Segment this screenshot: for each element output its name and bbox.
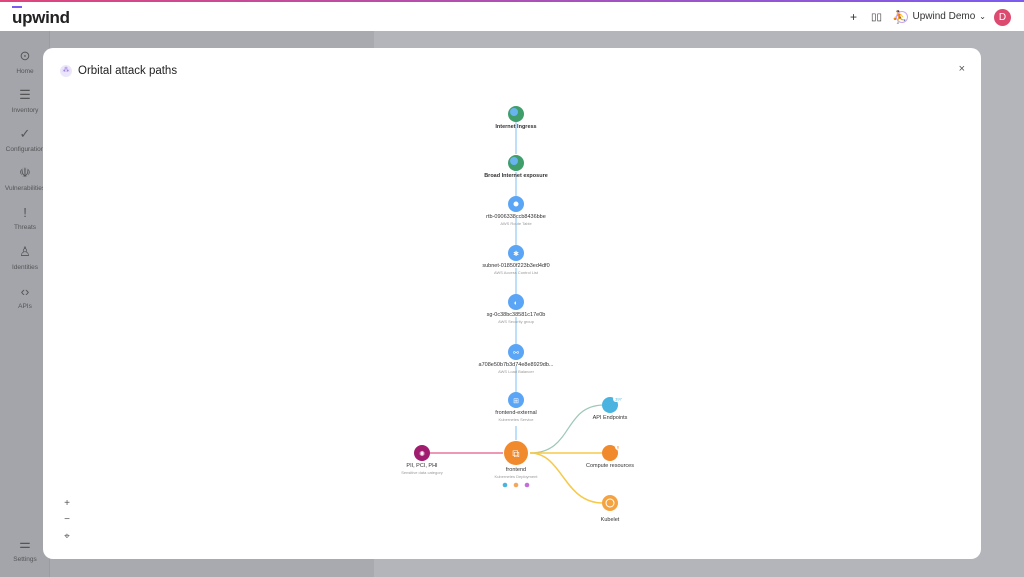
book-icon[interactable]: ▯▯	[871, 12, 883, 23]
upwind-logo[interactable]: upwind	[12, 6, 70, 27]
label: Threats	[13, 224, 37, 231]
svg-text:subnet-01850f223b3ed4df0: subnet-01850f223b3ed4df0	[482, 263, 549, 269]
sidebar: ⊙ Home ☰ Inventory ✓ Configuration ☫ Vulnera…	[0, 31, 50, 577]
node-kubelet[interactable]: Kubelet	[601, 495, 620, 523]
top-bar: upwind + ▯▯ ⛹ Upwind Demo⌄ D	[0, 0, 1024, 31]
close-button[interactable]: ×	[958, 63, 965, 75]
label: Settings	[13, 556, 37, 563]
sidebar-item-inventory[interactable]: ☰ Inventory	[0, 87, 50, 114]
svg-text:✺: ✺	[419, 450, 425, 458]
svg-text:frontend-external: frontend-external	[495, 410, 537, 416]
label: Identities	[11, 264, 39, 271]
svg-text:⧉: ⧉	[512, 449, 519, 460]
svg-text:PII, PCI, PHI: PII, PCI, PHI	[406, 463, 438, 469]
svg-text:⚯: ⚯	[513, 350, 519, 357]
org-name: Upwind Demo	[912, 11, 976, 22]
svg-text:AWS Security group: AWS Security group	[498, 319, 535, 324]
svg-text:⊞: ⊞	[513, 398, 519, 405]
svg-text:397: 397	[615, 397, 622, 402]
sliders-icon: ⚌	[19, 536, 31, 551]
attack-paths-modal: ⁂ Orbital attack paths × + − ⌖ Internet I…	[43, 48, 981, 559]
svg-text:AWS Access Control List: AWS Access Control List	[494, 270, 539, 275]
modal-title: Orbital attack paths	[78, 65, 178, 77]
svg-text:◐: ◐	[514, 300, 518, 307]
code-icon: ‹›	[20, 284, 30, 299]
attack-graph: Internet Ingress Broad Internet exposure…	[401, 106, 634, 523]
svg-text:Kubernetes Deployment: Kubernetes Deployment	[495, 474, 539, 479]
avatar[interactable]: D	[994, 9, 1011, 26]
svg-text:✱: ✱	[513, 250, 519, 258]
sidebar-item-identities[interactable]: ♙ Identities	[0, 244, 50, 271]
sidebar-item-configuration[interactable]: ✓ Configuration	[0, 126, 50, 153]
zoom-out-button[interactable]: −	[64, 514, 70, 525]
svg-text:AWS Load Balancer: AWS Load Balancer	[498, 369, 535, 374]
label: Configuration	[5, 146, 45, 153]
sidebar-item-settings[interactable]: ⚌ Settings	[0, 536, 50, 563]
svg-text:Compute resources: Compute resources	[586, 463, 634, 469]
node-internet-ingress[interactable]: Internet Ingress	[495, 106, 537, 130]
check-icon: ✓	[19, 126, 31, 141]
node-load-balancer[interactable]: ⚯ a708e50b7b3d74e8e8929db...AWS Load Bala…	[479, 344, 554, 374]
svg-text:Kubelet: Kubelet	[601, 517, 620, 523]
chevron-down-icon: ⌄	[979, 12, 986, 21]
svg-text:rtb-0906338ccb8436bbe: rtb-0906338ccb8436bbe	[486, 214, 546, 220]
zoom-in-button[interactable]: +	[64, 498, 70, 509]
org-icon	[896, 11, 909, 23]
svg-text:6: 6	[617, 445, 620, 450]
org-selector[interactable]: Upwind Demo⌄	[896, 11, 986, 23]
edge-api	[529, 404, 604, 454]
edge-kubelet	[529, 452, 604, 504]
sidebar-item-threats[interactable]: ! Threats	[0, 205, 50, 231]
node-broad-internet-exposure[interactable]: Broad Internet exposure	[484, 155, 548, 179]
label: Home	[16, 68, 34, 75]
label: APIs	[18, 303, 32, 310]
home-icon: ⊙	[19, 48, 31, 63]
svg-text:AWS Route Table: AWS Route Table	[500, 221, 532, 226]
svg-text:API Endpoints: API Endpoints	[593, 415, 628, 421]
sidebar-item-vulnerabilities[interactable]: ☫ Vulnerabilities	[0, 165, 50, 192]
svg-text:Broad Internet exposure: Broad Internet exposure	[484, 173, 548, 179]
svg-text:Sensitive data category: Sensitive data category	[401, 470, 443, 475]
svg-text:sg-0c38bc38581c17e0b: sg-0c38bc38581c17e0b	[487, 312, 546, 318]
graph-icon: ⁂	[60, 65, 72, 77]
svg-text:frontend: frontend	[506, 467, 526, 473]
label: Inventory	[11, 107, 39, 114]
recenter-icon[interactable]: ⌖	[64, 531, 70, 542]
sidebar-item-apis[interactable]: ‹› APIs	[0, 284, 50, 310]
bug-icon: ☫	[19, 165, 31, 180]
svg-text:Internet Ingress: Internet Ingress	[495, 124, 536, 130]
modal-header: ⁂ Orbital attack paths	[60, 65, 177, 77]
svg-text:Kubernetes Service: Kubernetes Service	[499, 417, 535, 422]
alert-icon: !	[23, 205, 27, 220]
svg-text:a708e50b7b3d74e8e8929db...: a708e50b7b3d74e8e8929db...	[479, 362, 554, 368]
label: Vulnerabilities	[4, 185, 46, 192]
sidebar-item-home[interactable]: ⊙ Home	[0, 48, 50, 75]
list-icon: ☰	[19, 87, 31, 102]
person-icon: ♙	[19, 244, 31, 259]
plus-icon[interactable]: +	[850, 10, 858, 24]
